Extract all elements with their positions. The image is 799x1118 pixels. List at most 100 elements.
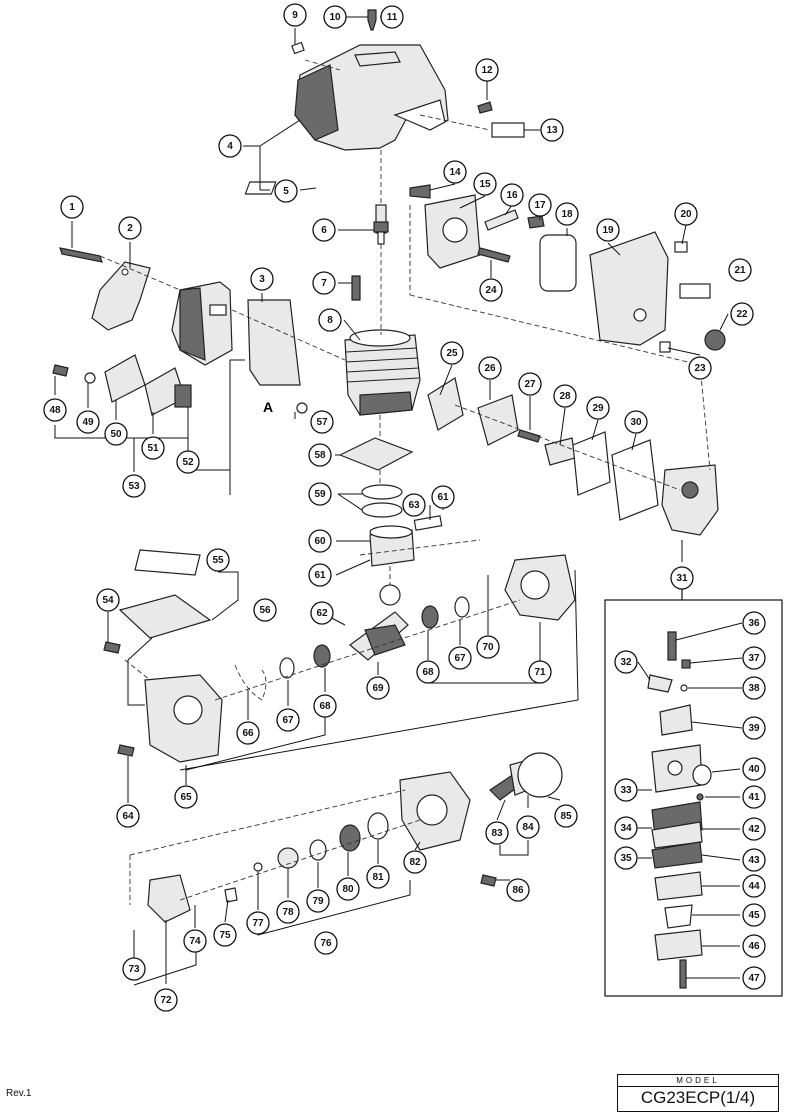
callout-number: 6 [321,225,327,236]
callout-number: 36 [748,618,760,629]
callout-84: 84 [516,815,540,839]
callout-circle [476,635,500,659]
callout-circle [122,474,146,498]
callout-6: 6 [312,218,336,242]
model-name: CG23ECP(1/4) [640,1088,756,1107]
dashed-guide-lines [99,59,711,905]
muffler-cover-illustration [91,261,151,331]
callout-circle [742,611,766,635]
callout-number: 73 [128,964,140,975]
part-34-shape [651,821,703,849]
callout-number: 8 [327,315,333,326]
label-9-shape [291,41,305,55]
carburetor-illustration [661,464,719,536]
callout-circle [614,816,638,840]
callout-circle [440,341,464,365]
callout-circle [118,216,142,240]
callout-circle [614,778,638,802]
callout-40: 40 [742,757,766,781]
callout-number: 61 [437,492,449,503]
callout-circle [742,646,766,670]
part-35-shape [651,841,703,869]
callout-19: 19 [596,218,620,242]
screw-36-shape [667,631,677,661]
callout-11: 11 [380,5,404,29]
callout-83: 83 [485,821,509,845]
callout-number: 67 [282,715,294,726]
callout-circle [506,878,530,902]
callout-number: 43 [748,855,760,866]
starter-case-illustration [399,771,471,851]
callout-circle [283,3,307,27]
callout-2: 2 [118,216,142,240]
callout-number: 44 [748,881,760,892]
leader-lines [54,16,743,986]
callout-number: 50 [110,429,122,440]
callout-number: 54 [102,595,114,606]
callout-18: 18 [555,202,579,226]
callout-circle [276,708,300,732]
callout-circle [206,548,230,572]
callout-number: 27 [524,379,536,390]
callout-number: 62 [316,608,328,619]
callout-number: 26 [484,363,496,374]
callout-78: 78 [276,900,300,924]
callout-48: 48 [43,398,67,422]
label-23-shape [659,341,671,353]
callout-number: 2 [127,223,133,234]
insulator-26-shape [477,394,519,446]
callout-number: 67 [454,653,466,664]
callout-number: 11 [387,12,398,23]
screw-10-shape [367,9,377,31]
callout-85: 85 [554,804,578,828]
piston-illustration [369,525,415,567]
callout-circle [528,193,552,217]
callout-62: 62 [310,601,334,625]
callout-number: 21 [734,265,746,276]
callout-circle [614,650,638,674]
screw-7-shape [351,275,361,301]
primer-45-shape [664,904,693,929]
callout-number: 30 [630,417,642,428]
callout-circle [246,911,270,935]
callout-53: 53 [122,474,146,498]
callout-circle [310,410,334,434]
callout-59: 59 [308,482,332,506]
callout-circle [742,848,766,872]
callout-61: 61 [431,485,455,509]
bolt-24-shape [477,247,511,263]
screw-12-shape [477,101,493,114]
callout-number: 41 [748,792,760,803]
bearing-68a-shape [313,644,331,668]
callout-68: 68 [416,660,440,684]
seal-67a-shape [279,657,295,679]
callout-35: 35 [614,846,638,870]
air-cleaner-cover-illustration [589,231,669,346]
callout-60: 60 [308,529,332,553]
callout-number: 51 [147,443,159,454]
bearing-68b-shape [421,605,439,629]
spring-81-shape [367,812,389,840]
callout-circle [154,988,178,1012]
element-18-shape [539,234,577,292]
callout-number: 39 [748,723,760,734]
callout-66: 66 [236,721,260,745]
callout-number: 31 [676,573,688,584]
callout-circle [176,450,200,474]
callout-29: 29 [586,396,610,420]
callout-circle [553,384,577,408]
label-13-shape [491,122,525,138]
callout-16: 16 [500,183,524,207]
callout-circle [478,356,502,380]
callout-number: 18 [561,209,573,220]
cover-46-shape [654,929,703,961]
callout-number: 66 [242,728,254,739]
callout-circle [688,356,712,380]
callout-73: 73 [122,957,146,981]
callout-circle [540,118,564,142]
callout-27: 27 [518,372,542,396]
callout-circle [218,134,242,158]
callout-72: 72 [154,988,178,1012]
callout-26: 26 [478,356,502,380]
callout-70: 70 [476,635,500,659]
